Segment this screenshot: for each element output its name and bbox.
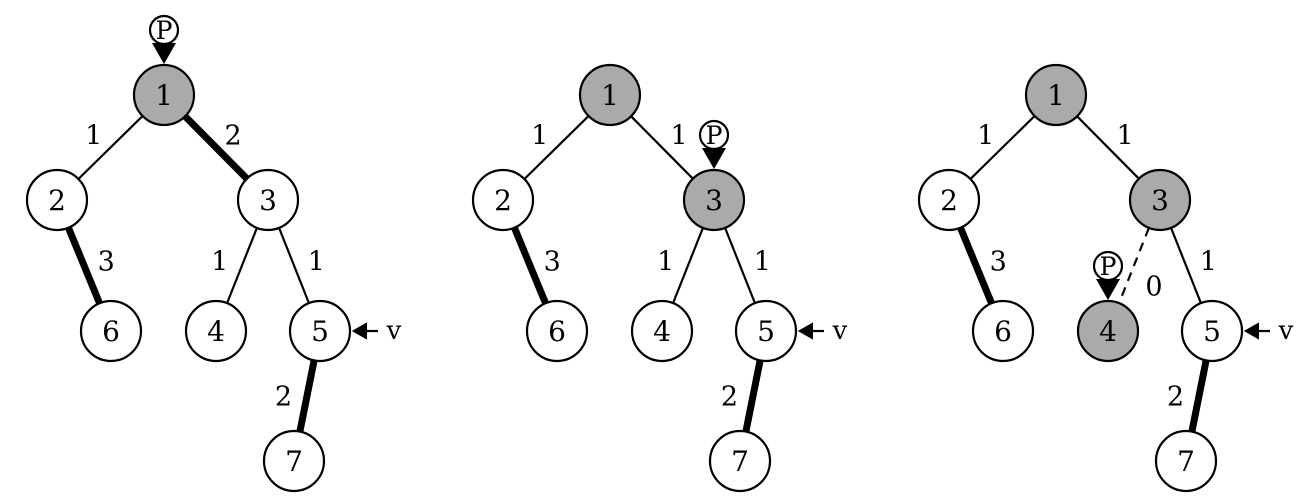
edge-1-2 bbox=[969, 115, 1036, 180]
tree-node-label: 3 bbox=[705, 184, 723, 217]
tree-node-label: 7 bbox=[285, 445, 303, 478]
tree-node-3 bbox=[682, 168, 746, 232]
marker-label: P bbox=[1100, 252, 1117, 281]
edge-weight-label: 2 bbox=[275, 381, 292, 412]
tree-node-label: 7 bbox=[731, 445, 749, 478]
edge-3-4 bbox=[226, 227, 258, 304]
edge-1-2 bbox=[523, 115, 590, 180]
edge-weight-label: 3 bbox=[544, 246, 561, 277]
tree-node-5 bbox=[1180, 299, 1244, 363]
edge-2-6 bbox=[511, 226, 549, 305]
edge-weight-label: 3 bbox=[98, 246, 115, 277]
tree-node-4 bbox=[1076, 299, 1140, 363]
tree-node-label: 4 bbox=[653, 315, 671, 348]
edge-5-7 bbox=[296, 359, 318, 433]
edge-weight-label: 1 bbox=[308, 247, 325, 278]
edge-weight-label: 1 bbox=[670, 121, 687, 152]
edge-3-4 bbox=[1118, 227, 1150, 304]
edge-weight-label: 2 bbox=[224, 121, 241, 152]
edge-5-7 bbox=[1188, 359, 1210, 433]
edge-3-5 bbox=[1170, 227, 1202, 304]
tree-node-7 bbox=[708, 429, 772, 493]
tree-node-2 bbox=[471, 168, 535, 232]
tree-node-4 bbox=[184, 299, 248, 363]
tree-node-label: 4 bbox=[1099, 315, 1117, 348]
tree-node-6 bbox=[971, 299, 1035, 363]
edge-1-2 bbox=[77, 115, 144, 180]
tree-node-label: 2 bbox=[48, 184, 66, 217]
edge-weight-label: 3 bbox=[990, 246, 1007, 277]
tree-node-label: 3 bbox=[259, 184, 277, 217]
tree-node-label: 7 bbox=[1177, 445, 1195, 478]
edge-weight-label: 1 bbox=[85, 120, 102, 151]
edge-weight-label: 1 bbox=[977, 120, 994, 151]
tree-node-5 bbox=[288, 299, 352, 363]
pointer-label: v bbox=[386, 316, 402, 346]
tree-node-5 bbox=[734, 299, 798, 363]
edge-weight-label: 1 bbox=[754, 247, 771, 278]
tree-node-1 bbox=[132, 63, 196, 127]
tree-node-label: 2 bbox=[940, 184, 958, 217]
edge-weight-label: 0 bbox=[1145, 272, 1162, 303]
edge-weight-label: 1 bbox=[657, 247, 674, 278]
tree-node-label: 3 bbox=[1151, 184, 1169, 217]
tree-node-2 bbox=[917, 168, 981, 232]
tree-node-1 bbox=[578, 63, 642, 127]
edge-1-3 bbox=[182, 113, 250, 182]
edge-weight-label: 1 bbox=[211, 247, 228, 278]
tree-node-label: 5 bbox=[757, 315, 775, 348]
edge-weight-label: 2 bbox=[1167, 381, 1184, 412]
tree-node-label: 6 bbox=[102, 315, 120, 348]
edge-3-5 bbox=[278, 227, 310, 304]
tree-node-1 bbox=[1024, 63, 1088, 127]
marker-label: P bbox=[706, 121, 723, 150]
tree-node-label: 5 bbox=[311, 315, 329, 348]
tree-node-label: 6 bbox=[548, 315, 566, 348]
marker-label: P bbox=[156, 16, 173, 45]
tree-node-label: 1 bbox=[155, 79, 173, 112]
tree-node-label: 6 bbox=[994, 315, 1012, 348]
edge-2-6 bbox=[957, 226, 995, 305]
edge-1-3 bbox=[1076, 115, 1140, 180]
tree-node-2 bbox=[25, 168, 89, 232]
edge-weight-label: 1 bbox=[1116, 121, 1133, 152]
edge-weight-label: 1 bbox=[1200, 247, 1217, 278]
tree-node-label: 2 bbox=[494, 184, 512, 217]
tree-node-label: 5 bbox=[1203, 315, 1221, 348]
tree-node-label: 1 bbox=[601, 79, 619, 112]
edge-weight-label: 2 bbox=[721, 381, 738, 412]
tree-node-label: 4 bbox=[207, 315, 225, 348]
tree-node-7 bbox=[262, 429, 326, 493]
pointer-label: v bbox=[1278, 316, 1294, 346]
pointer-label: v bbox=[832, 316, 848, 346]
tree-node-label: 1 bbox=[1047, 79, 1065, 112]
tree-node-3 bbox=[236, 168, 300, 232]
tree-node-6 bbox=[525, 299, 589, 363]
edge-3-5 bbox=[724, 227, 756, 304]
tree-node-6 bbox=[79, 299, 143, 363]
edge-3-4 bbox=[672, 227, 704, 304]
tree-node-7 bbox=[1154, 429, 1218, 493]
tree-node-4 bbox=[630, 299, 694, 363]
edge-weight-label: 1 bbox=[531, 120, 548, 151]
edge-5-7 bbox=[742, 359, 764, 433]
tree-node-3 bbox=[1128, 168, 1192, 232]
edge-1-3 bbox=[630, 115, 694, 180]
edge-2-6 bbox=[65, 226, 103, 305]
